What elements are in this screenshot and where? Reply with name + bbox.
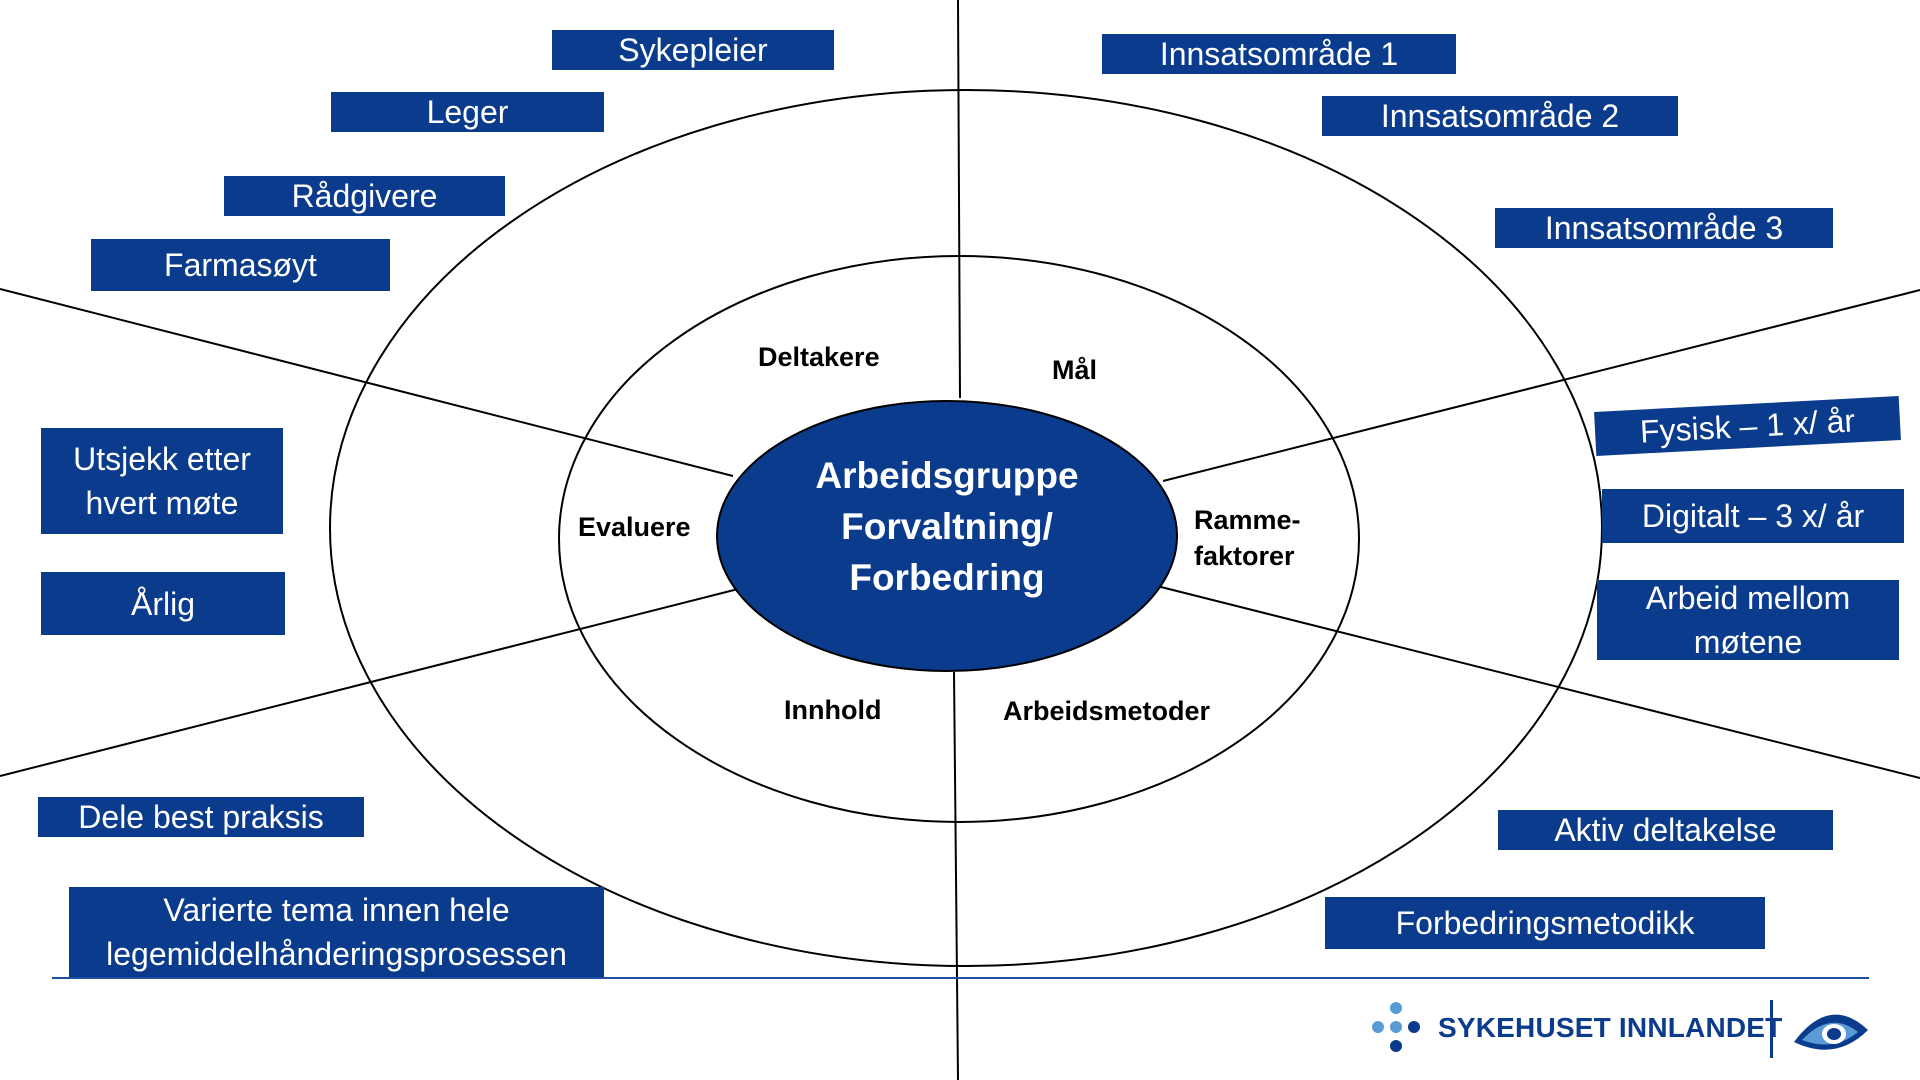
- tag-arbeid-mellom-line2: møtene: [1693, 624, 1803, 660]
- segment-label-rammefaktorer-line2: faktorer: [1194, 541, 1295, 571]
- brand-name: SYKEHUSET INNLANDET: [1438, 1012, 1783, 1043]
- tag-innsatsomrade-3: Innsatsområde 3: [1495, 208, 1833, 248]
- tag-utsjekk-line1: Utsjekk etter: [73, 441, 251, 477]
- segment-label-arbeidsmetoder: Arbeidsmetoder: [1003, 696, 1211, 726]
- tag-varierte-tema: Varierte tema innen hele legemiddelhånde…: [69, 887, 604, 977]
- tag-arbeid-mellom: Arbeid mellom møtene: [1597, 580, 1899, 660]
- inner-ring: [558, 255, 1360, 823]
- center-title-line2: Forvaltning/: [841, 506, 1053, 547]
- brand-divider: [1770, 1000, 1773, 1058]
- center-title-line1: Arbeidsgruppe: [815, 455, 1079, 496]
- divider-line-bottom: [953, 671, 959, 1080]
- divider-line-upper-right: [1162, 289, 1920, 482]
- tag-varierte-tema-line2: legemiddelhånderingsprosessen: [106, 936, 567, 972]
- tag-arlig: Årlig: [41, 572, 285, 635]
- tag-sykepleier: Sykepleier: [552, 30, 834, 70]
- tag-varierte-tema-line1: Varierte tema innen hele: [163, 892, 510, 928]
- tag-utsjekk-line2: hvert møte: [85, 485, 239, 521]
- segment-label-maal: Mål: [1052, 355, 1098, 385]
- segment-label-evaluere: Evaluere: [578, 512, 691, 542]
- tag-aktiv-deltakelse: Aktiv deltakelse: [1498, 810, 1833, 850]
- tag-leger: Leger: [331, 92, 604, 132]
- tag-utsjekk: Utsjekk etter hvert møte: [41, 428, 283, 534]
- tag-dele-best-praksis: Dele best praksis: [38, 797, 364, 837]
- brand-wordmark: SYKEHUSET INNLANDET: [1368, 1000, 1782, 1060]
- segment-label-rammefaktorer-line1: Ramme-: [1194, 505, 1301, 535]
- brand-eye-logo-icon: [1794, 1014, 1868, 1050]
- tag-innsatsomrade-1: Innsatsområde 1: [1102, 34, 1456, 74]
- center-title: Arbeidsgruppe Forvaltning/ Forbedring: [722, 450, 1172, 603]
- brand-dots-icon: [1372, 1002, 1420, 1052]
- tag-farmasoyt: Farmasøyt: [91, 239, 390, 291]
- tag-innsatsomrade-2: Innsatsområde 2: [1322, 96, 1678, 136]
- center-ellipse: [716, 400, 1178, 672]
- center-title-line3: Forbedring: [849, 557, 1045, 598]
- footer-rule: [52, 977, 1869, 979]
- divider-line-top: [957, 0, 961, 399]
- tag-forbedringsmetodikk: Forbedringsmetodikk: [1325, 897, 1765, 949]
- tag-radgivere: Rådgivere: [224, 176, 505, 216]
- tag-arbeid-mellom-line1: Arbeid mellom: [1645, 580, 1851, 616]
- segment-label-deltakere: Deltakere: [758, 342, 880, 372]
- segment-label-rammefaktorer: Ramme- faktorer: [1194, 502, 1301, 574]
- segment-label-innhold: Innhold: [784, 695, 882, 725]
- divider-line-lower-right: [1156, 585, 1920, 779]
- tag-digitalt: Digitalt – 3 x/ år: [1602, 489, 1904, 543]
